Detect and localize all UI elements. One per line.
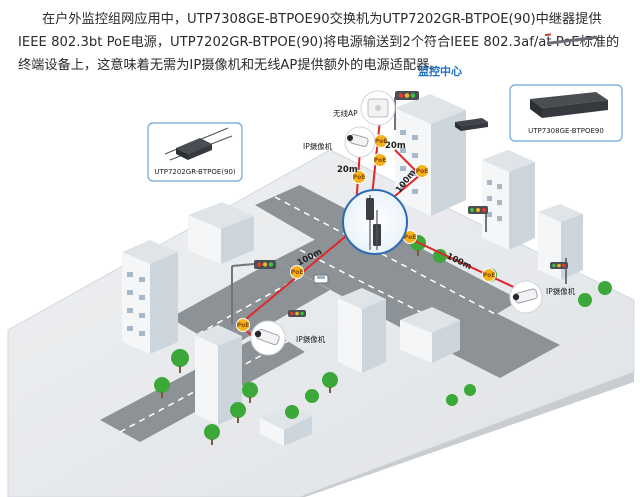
tree-icon [446, 394, 458, 406]
ip-camera-label-left: IP摄像机 [296, 334, 326, 344]
tree-icon [322, 372, 338, 393]
ip-camera-right[interactable]: IP摄像机 [509, 280, 576, 314]
poe-tag-right: PoE [403, 230, 417, 244]
tree-icon [230, 402, 246, 423]
ip-camera-icon [254, 328, 280, 346]
traffic-light-icon [231, 260, 276, 325]
building-lower-right [400, 307, 460, 363]
poe-tag-right-2: PoE [482, 268, 496, 282]
building-left-mid [188, 202, 254, 264]
traffic-light-icon [394, 91, 419, 130]
building-left-tall [122, 240, 178, 354]
svg-text:PoE: PoE [237, 322, 250, 329]
tree-icon [598, 281, 612, 295]
svg-text:PoE: PoE [353, 174, 366, 181]
repeater-hub[interactable] [342, 189, 408, 255]
svg-text:PoE: PoE [483, 272, 496, 279]
ground-edge [300, 372, 634, 497]
building-bottom-small [260, 406, 312, 446]
tree-icon [154, 377, 170, 398]
tree-icon [171, 349, 189, 373]
building-lower-center [338, 288, 386, 373]
building-center-tower [395, 94, 466, 216]
tree-icon [204, 424, 220, 445]
tree-icon [242, 382, 258, 403]
svg-text:PoE: PoE [374, 157, 387, 164]
svg-text:PoE: PoE [416, 168, 429, 175]
svg-text:PoE: PoE [404, 234, 417, 241]
switch-callout[interactable]: UTP7308GE-BTPOE90 [509, 33, 623, 142]
wireless-ap-icon [367, 98, 389, 118]
building-right-tall [482, 150, 535, 250]
ip-camera-label-top: IP摄像机 [303, 141, 333, 151]
tree-icon [433, 249, 447, 263]
ip-camera-icon [512, 288, 538, 304]
svg-text:PoE: PoE [375, 138, 388, 145]
poe-tags: PoE PoE PoE PoE PoE PoE PoE PoE [236, 134, 496, 332]
poe-tag-camera-top: PoE [373, 153, 387, 167]
switch-on-building [455, 118, 488, 131]
monitoring-center-label: 监控中心 [418, 64, 462, 78]
svg-text:PoE: PoE [291, 269, 304, 276]
tree-icon [578, 293, 592, 307]
traffic-light-icon [550, 258, 568, 284]
poe-tag-switch: PoE [415, 164, 429, 178]
poe-tag-left-2: PoE [236, 318, 250, 332]
tree-icon [305, 389, 319, 403]
poe-tag-camera-top-2: PoE [352, 170, 366, 184]
repeater-callout[interactable]: UTP7202GR-BTPOE(90) [147, 122, 243, 182]
ip-camera-icon [347, 133, 369, 147]
poe-repeater-icon [366, 195, 381, 250]
wireless-ap[interactable]: 无线AP [333, 90, 396, 126]
tree-icon [464, 384, 476, 396]
intro-paragraph: 在户外监控组网应用中，UTP7308GE-BTPOE90交换机为UTP7202G… [18, 12, 620, 73]
repeater-model-label: UTP7202GR-BTPOE(90) [154, 168, 236, 176]
ip-camera-top[interactable]: IP摄像机 [303, 126, 376, 158]
network-switch-icon [530, 33, 608, 118]
distance-label-camera-top: 20m [337, 165, 358, 175]
distance-label-ap: 20m [385, 141, 406, 151]
poe-tag-left: PoE [290, 265, 304, 279]
traffic-light-icon [288, 310, 306, 317]
traffic-light-icon [468, 206, 488, 232]
switch-model-label: UTP7308GE-BTPOE90 [528, 127, 604, 135]
tree-icon [285, 405, 299, 419]
car-icon [313, 274, 329, 284]
poe-tag-ap: PoE [374, 134, 388, 148]
road-center-cross [255, 185, 520, 330]
ip-camera-label-right: IP摄像机 [546, 286, 576, 296]
wireless-ap-label: 无线AP [333, 108, 358, 118]
ip-camera-left[interactable]: IP摄像机 [250, 320, 326, 356]
poe-repeater-icon [164, 127, 233, 161]
